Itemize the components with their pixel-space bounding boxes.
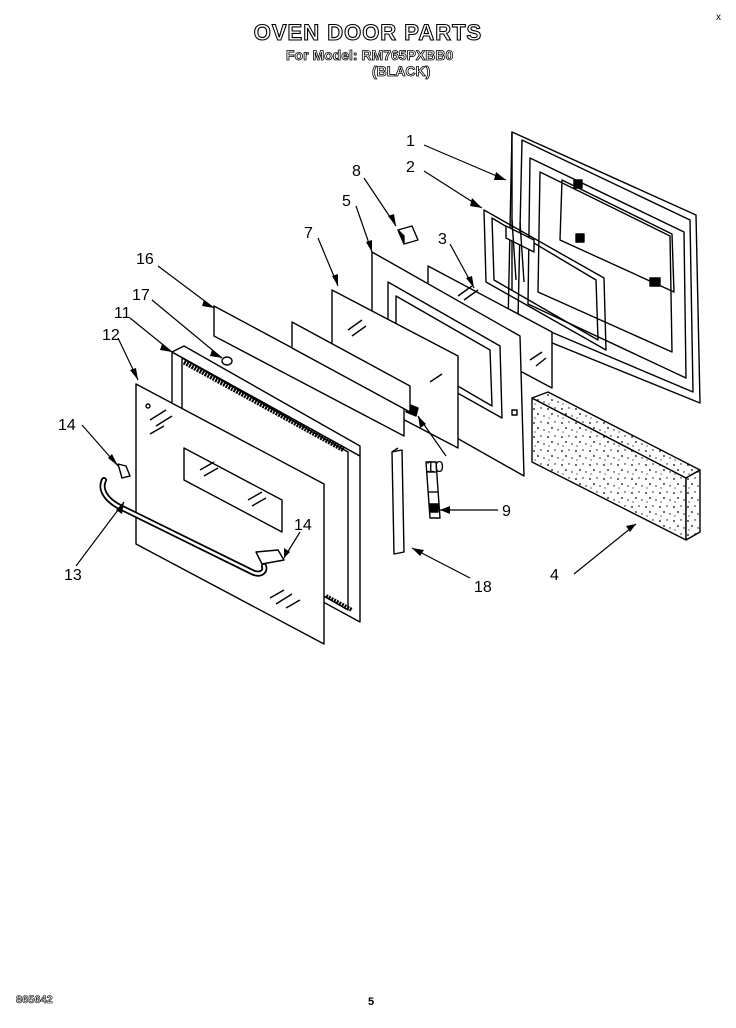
callout-9: 9 — [502, 503, 511, 520]
callout-10: 10 — [426, 459, 444, 476]
part-glass-pane — [291, 321, 411, 413]
page-title: OVEN DOOR PARTS — [253, 19, 483, 45]
part-insulation — [531, 391, 701, 541]
part-handle-cap-right — [255, 549, 285, 565]
callout-7: 7 — [304, 225, 313, 242]
part-door-gasket — [483, 209, 607, 351]
part-door-handle — [99, 477, 268, 577]
callout-16: 16 — [136, 251, 154, 268]
document-number: 865642 — [16, 994, 53, 1007]
page-number: 5 — [368, 996, 375, 1008]
callout-14-left: 14 — [58, 417, 76, 434]
part-plug-button — [221, 356, 233, 366]
callout-17: 17 — [132, 287, 150, 304]
callout-14-right: 14 — [294, 517, 312, 534]
callout-4: 4 — [550, 567, 559, 584]
part-handle-cap-left — [117, 463, 131, 479]
part-bracket — [425, 461, 441, 519]
part-trim-strip — [391, 447, 405, 555]
callout-12: 12 — [102, 327, 120, 344]
callout-2: 2 — [406, 159, 415, 176]
arrowheads — [108, 172, 636, 558]
callout-5: 5 — [342, 193, 351, 210]
part-inner-door-panel — [507, 131, 701, 404]
part-outer-door-glass — [135, 383, 325, 645]
color-line: (BLACK) — [372, 63, 431, 80]
model-line: For Model: RM765PXBB0 — [286, 47, 454, 64]
callout-3: 3 — [438, 231, 447, 248]
callout-labels: 1 2 3 4 5 7 8 9 10 11 12 13 14 14 16 17 … — [58, 133, 559, 596]
callout-11: 11 — [114, 305, 131, 322]
callout-18: 18 — [474, 579, 492, 596]
callout-13: 13 — [64, 567, 82, 584]
part-hinge-receptacle — [397, 225, 419, 245]
corner-mark: x — [716, 12, 721, 23]
callout-8: 8 — [352, 163, 361, 180]
callout-1: 1 — [406, 133, 415, 150]
